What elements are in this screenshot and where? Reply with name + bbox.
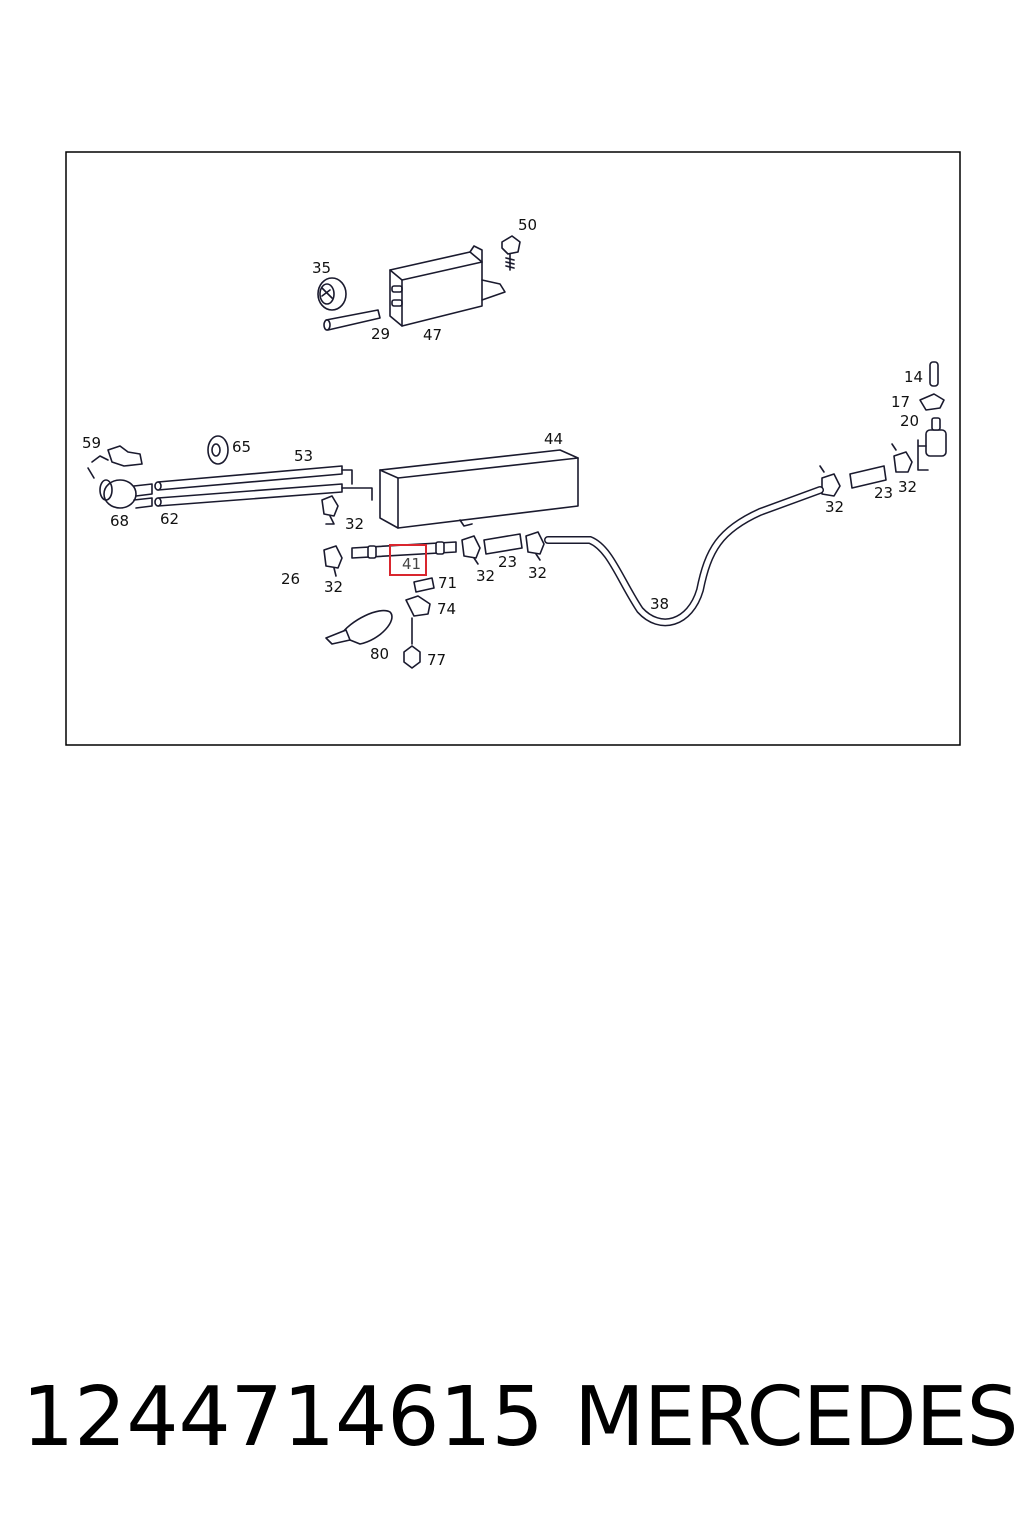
callout-35[interactable]: 35 [312,259,331,277]
callout-26[interactable]: 26 [281,570,300,588]
hose-23[interactable] [483,533,523,555]
callout-32-a[interactable]: 32 [345,515,364,533]
clamp-32-right[interactable] [891,443,913,473]
canister-44[interactable] [379,449,579,529]
tube-53[interactable] [154,465,343,491]
callout-23-a[interactable]: 23 [498,553,517,571]
callout-41[interactable]: 41 [402,555,421,573]
callout-29[interactable]: 29 [371,325,390,343]
tube-62[interactable] [154,469,373,507]
callout-71[interactable]: 71 [438,574,457,592]
callout-38[interactable]: 38 [650,595,669,613]
pin-14[interactable] [929,361,939,387]
clamp-32-b[interactable] [323,545,343,577]
callout-23-b[interactable]: 23 [874,484,893,502]
parts-diagram: 50 35 29 47 14 17 20 59 65 53 44 68 62 3… [65,151,961,746]
callout-62[interactable]: 62 [160,510,179,528]
screw-77[interactable] [403,617,421,669]
callout-80[interactable]: 80 [370,645,389,663]
filter-68[interactable] [99,479,153,509]
hose-23-right[interactable] [849,465,887,489]
callout-65[interactable]: 65 [232,438,251,456]
clamp-32-d[interactable] [525,531,545,561]
callout-68[interactable]: 68 [110,512,129,530]
clamp-32-c[interactable] [461,535,481,565]
clip-17[interactable] [919,393,945,411]
callout-17[interactable]: 17 [891,393,910,411]
callout-32-d[interactable]: 32 [528,564,547,582]
diagram-frame [65,151,961,746]
callout-14[interactable]: 14 [904,368,923,386]
callout-32-e[interactable]: 32 [825,498,844,516]
callout-20[interactable]: 20 [900,412,919,430]
brand-name: MERCEDES [574,1370,1019,1465]
highlight-box-41 [389,544,427,576]
footer: 1244714615 MERCEDES [0,1368,1024,1468]
bolt-50[interactable] [501,235,521,271]
callout-59[interactable]: 59 [82,434,101,452]
hose-29[interactable] [323,309,381,331]
grommet-65[interactable] [207,435,229,465]
connector-59[interactable] [87,445,143,479]
cable-tie-80[interactable] [325,609,393,645]
callout-32-c[interactable]: 32 [476,567,495,585]
callout-77[interactable]: 77 [427,651,446,669]
callout-50[interactable]: 50 [518,216,537,234]
callout-32-b[interactable]: 32 [324,578,343,596]
clip-74[interactable] [405,595,431,617]
sleeve-71[interactable] [413,577,435,593]
canister-47[interactable] [389,245,506,327]
clamp-32-a[interactable] [321,495,339,525]
callout-74[interactable]: 74 [437,600,456,618]
pipe-41[interactable] [351,541,457,559]
callout-32-f[interactable]: 32 [898,478,917,496]
valve-20[interactable] [917,417,947,471]
callout-47[interactable]: 47 [423,326,442,344]
part-number: 1244714615 [22,1370,544,1465]
callout-53[interactable]: 53 [294,447,313,465]
callout-44[interactable]: 44 [544,430,563,448]
pipe-38[interactable] [544,486,824,627]
grommet-35[interactable] [317,277,347,311]
hose-26[interactable] [241,501,327,572]
